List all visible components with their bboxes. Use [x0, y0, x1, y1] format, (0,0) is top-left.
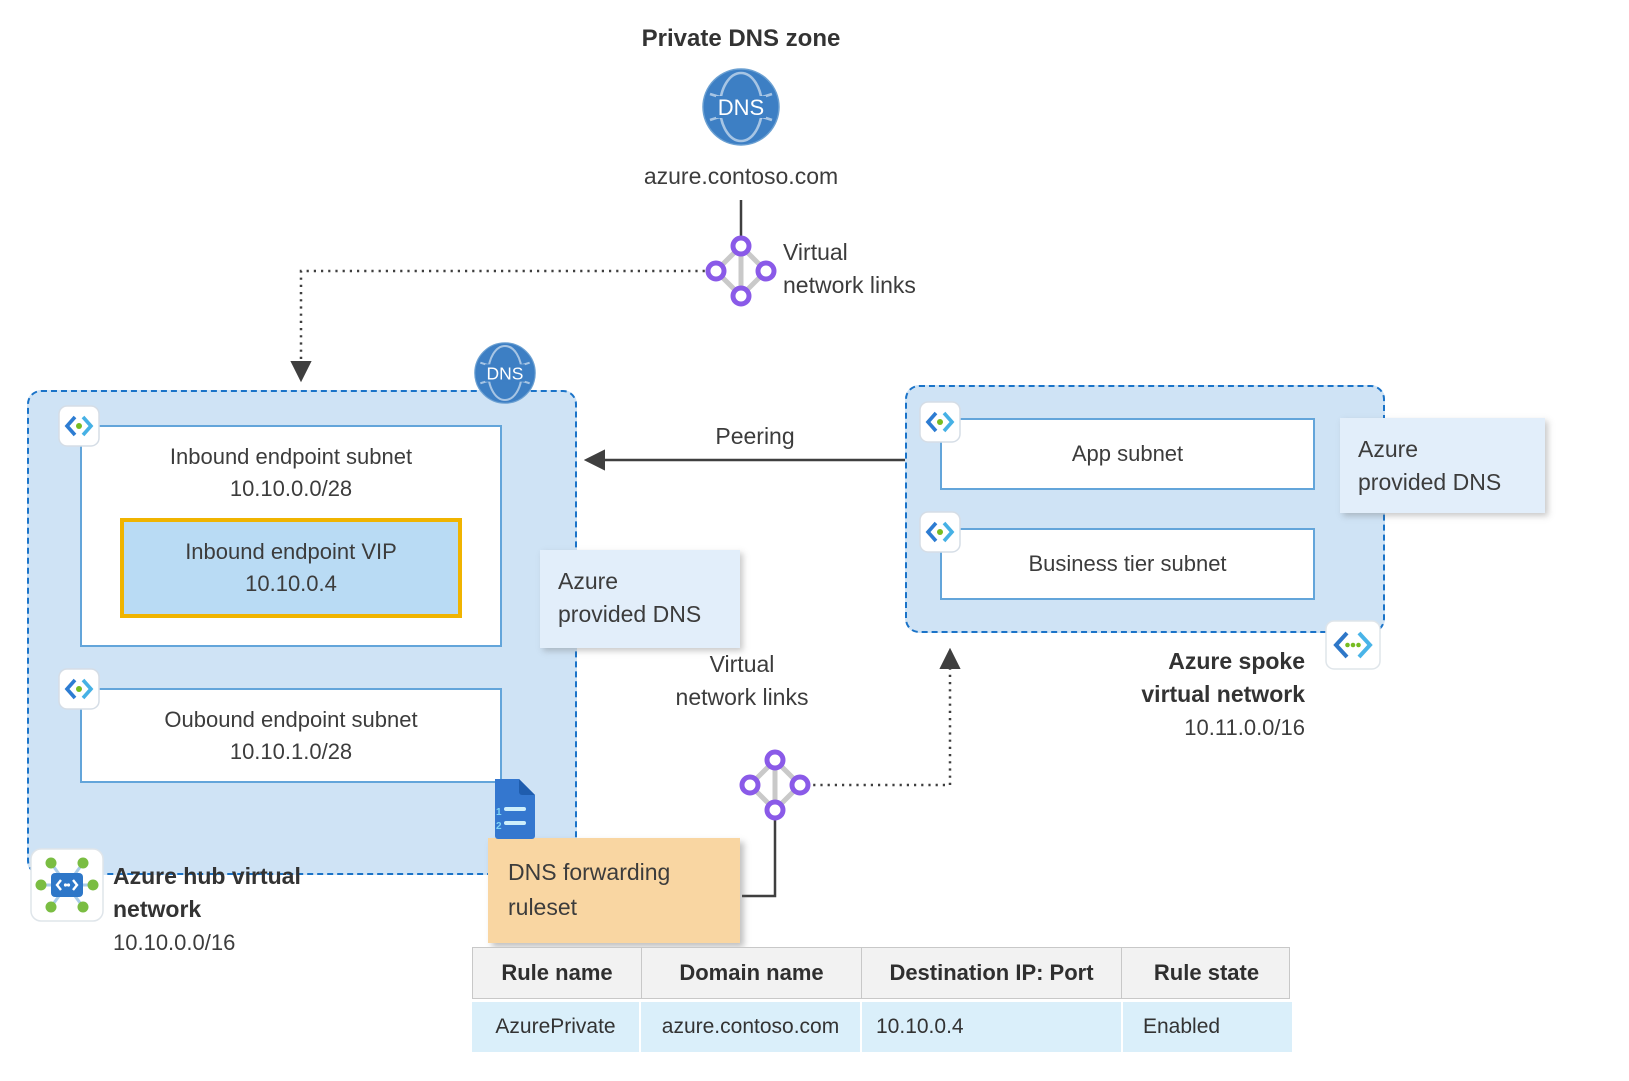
app-subnet-box: App subnet — [940, 418, 1315, 490]
outbound-subnet-cidr: 10.10.1.0/28 — [229, 738, 353, 764]
hub-dns-icon: DNS — [474, 342, 536, 404]
ruleset-line1: DNS forwarding — [508, 859, 671, 885]
inbound-subnet-box: Inbound endpoint subnet 10.10.0.0/28 Inb… — [80, 425, 502, 647]
inbound-subnet-cidr: 10.10.0.0/28 — [229, 476, 353, 501]
inbound-vip-ip: 10.10.0.4 — [245, 571, 337, 596]
virtual-network-links-icon-bottom — [739, 749, 811, 821]
cell-domain-name: azure.contoso.com — [641, 1002, 860, 1052]
spoke-vnet-cidr: 10.11.0.0/16 — [1184, 715, 1305, 740]
svg-text:1: 1 — [496, 807, 502, 818]
outbound-subnet-box: Oubound endpoint subnet 10.10.1.0/28 — [80, 688, 502, 783]
table-row: AzurePrivate azure.contoso.com 10.10.0.4… — [472, 1002, 1292, 1052]
inbound-subnet-name: Inbound endpoint subnet — [169, 444, 413, 469]
svg-text:DNS: DNS — [718, 95, 764, 120]
peering-label: Peering — [715, 423, 795, 449]
virtual-network-links-label-bottom: Virtual network links — [675, 651, 809, 710]
hub-virtual-network-icon — [30, 848, 104, 922]
table-header-rule-state: Rule state — [1121, 948, 1291, 998]
cell-rule-state: Enabled — [1123, 1002, 1292, 1052]
app-subnet-name: App subnet — [1071, 441, 1184, 466]
table-header-rule-name: Rule name — [501, 960, 613, 985]
cell-destination: 10.10.0.4 — [862, 1002, 1121, 1052]
private-dns-zone-title: Private DNS zone — [641, 25, 841, 52]
business-subnet-name: Business tier subnet — [1028, 551, 1227, 576]
outbound-subnet-name: Oubound endpoint subnet — [164, 706, 418, 732]
azure-provided-dns-left-line2: provided DNS — [558, 601, 702, 627]
azure-provided-dns-left-line1: Azure — [558, 568, 619, 594]
dns-forwarding-ruleset-box: DNS forwarding ruleset — [488, 838, 740, 943]
ruleset-line2: ruleset — [508, 894, 578, 920]
subnet-icon-inbound — [58, 405, 100, 447]
connector-links-to-ruleset — [742, 812, 777, 898]
hub-vnet-cidr: 10.10.0.0/16 — [113, 930, 236, 955]
cell-rule-name: AzurePrivate — [472, 1002, 639, 1052]
hub-vnet-caption: Azure hub virtual network 10.10.0.0/16 — [113, 860, 301, 959]
spoke-vnet-caption: Azure spoke virtual network 10.11.0.0/16 — [1005, 645, 1305, 744]
subnet-icon-business — [919, 511, 961, 553]
svg-text:2: 2 — [496, 821, 502, 832]
svg-text:DNS: DNS — [487, 363, 524, 383]
azure-provided-dns-label-left: Azure provided DNS — [540, 550, 740, 648]
dns-forwarding-ruleset-icon: 1 2 — [495, 779, 535, 839]
azure-provided-dns-label-right: Azure provided DNS — [1340, 418, 1545, 513]
azure-provided-dns-right-line2: provided DNS — [1358, 469, 1502, 495]
subnet-icon-app — [919, 401, 961, 443]
business-subnet-box: Business tier subnet — [940, 528, 1315, 600]
table-header-domain-name: Domain name — [641, 948, 861, 998]
subnet-icon-outbound — [58, 668, 100, 710]
private-dns-domain: azure.contoso.com — [643, 163, 839, 189]
table-header-destination: Destination IP: Port — [861, 948, 1121, 998]
ruleset-table-header: Rule name Domain name Destination IP: Po… — [472, 947, 1290, 999]
virtual-network-links-icon-top — [705, 235, 777, 307]
ruleset-table: Rule name Domain name Destination IP: Po… — [472, 947, 1292, 1052]
inbound-subnet-title: Inbound endpoint subnet 10.10.0.0/28 — [82, 427, 500, 505]
virtual-network-links-label-top: Virtual network links — [783, 239, 916, 298]
inbound-vip-box: Inbound endpoint VIP 10.10.0.4 — [120, 518, 462, 618]
inbound-vip-name: Inbound endpoint VIP — [185, 539, 397, 564]
spoke-virtual-network-icon — [1325, 620, 1381, 670]
private-dns-zone-icon: DNS — [702, 68, 780, 146]
azure-provided-dns-right-line1: Azure — [1358, 436, 1419, 462]
